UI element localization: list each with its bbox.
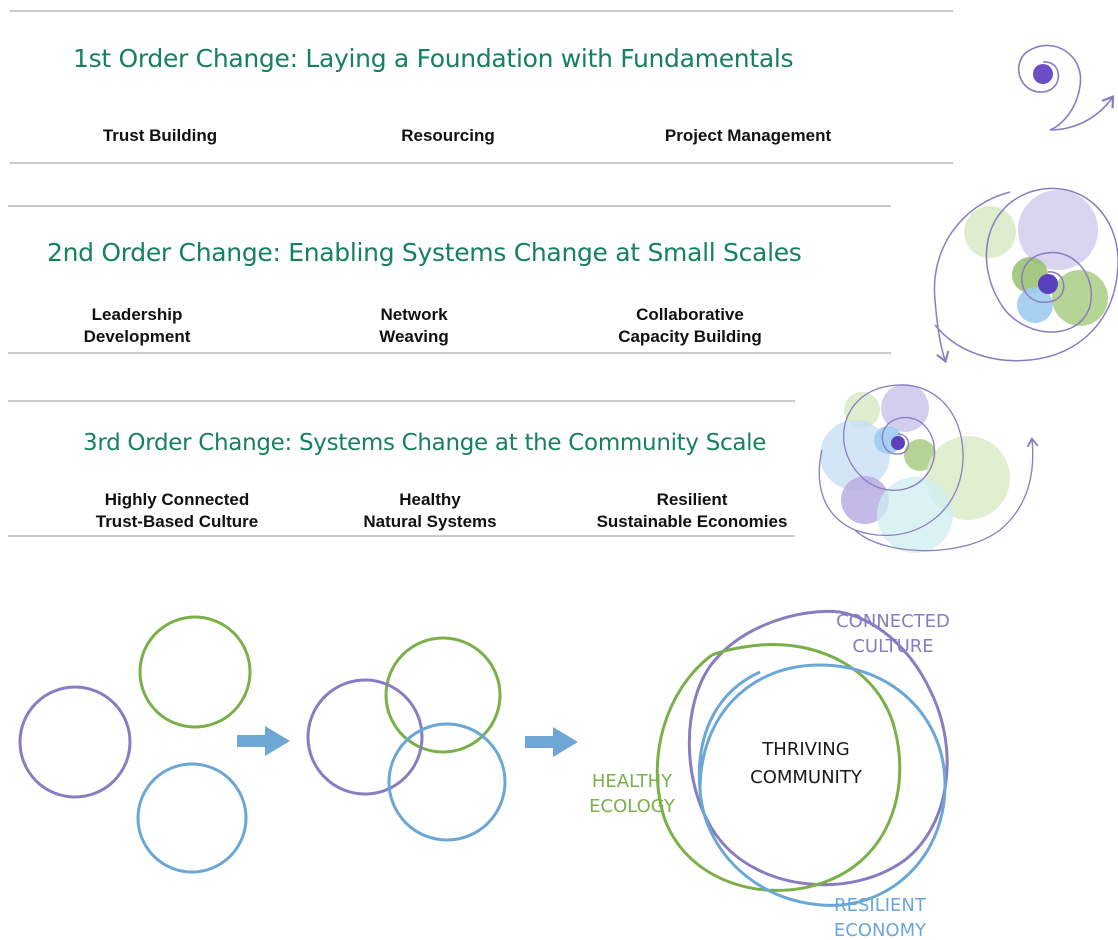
connected-culture-label-1: CONNECTED bbox=[836, 611, 950, 632]
divider bbox=[10, 162, 953, 164]
right-arrow-icon bbox=[525, 727, 578, 757]
divider bbox=[10, 10, 953, 12]
section-1-item-resourcing: Resourcing bbox=[401, 126, 495, 145]
section-1-title: 1st Order Change: Laying a Foundation wi… bbox=[73, 44, 794, 73]
section-1-item-trust-building: Trust Building bbox=[102, 126, 218, 145]
section-2-item-leadership-development: Leadership Development bbox=[83, 305, 191, 346]
section-3-item-sustainable-economies: Resilient Sustainable Economies bbox=[596, 490, 788, 531]
spiral-medium-icon bbox=[933, 187, 1118, 364]
separate-circles bbox=[18, 615, 252, 874]
section-3-title: 3rd Order Change: Systems Change at the … bbox=[83, 430, 767, 456]
resilient-economy-label-2: ECONOMY bbox=[834, 920, 927, 940]
healthy-ecology-label-1: HEALTHY bbox=[592, 771, 673, 792]
thriving-community-venn bbox=[655, 609, 949, 907]
section-2-title: 2nd Order Change: Enabling Systems Chang… bbox=[47, 238, 802, 267]
section-2-item-network-weaving: Network Weaving bbox=[379, 305, 449, 346]
connected-culture-label-2: CULTURE bbox=[852, 636, 933, 657]
section-3-item-natural-systems: Healthy Natural Systems bbox=[363, 490, 497, 531]
divider bbox=[8, 400, 795, 402]
venn-center-label-1: THRIVING bbox=[761, 739, 849, 760]
resilient-economy-label-1: RESILIENT bbox=[834, 895, 927, 916]
section-1-item-project-management: Project Management bbox=[664, 126, 832, 145]
healthy-ecology-label-2: ECOLOGY bbox=[589, 796, 676, 817]
section-2-item-collaborative-capacity: Collaborative Capacity Building bbox=[618, 305, 762, 346]
spiral-small-icon bbox=[1017, 44, 1115, 131]
spiral-large-icon bbox=[818, 384, 1039, 553]
overlapping-circles bbox=[306, 636, 507, 842]
divider bbox=[8, 352, 891, 354]
divider bbox=[8, 205, 891, 207]
venn-center-label-2: COMMUNITY bbox=[750, 767, 863, 788]
divider bbox=[8, 535, 795, 537]
right-arrow-icon bbox=[237, 726, 290, 756]
section-3-item-connected-culture: Highly Connected Trust-Based Culture bbox=[95, 490, 259, 531]
